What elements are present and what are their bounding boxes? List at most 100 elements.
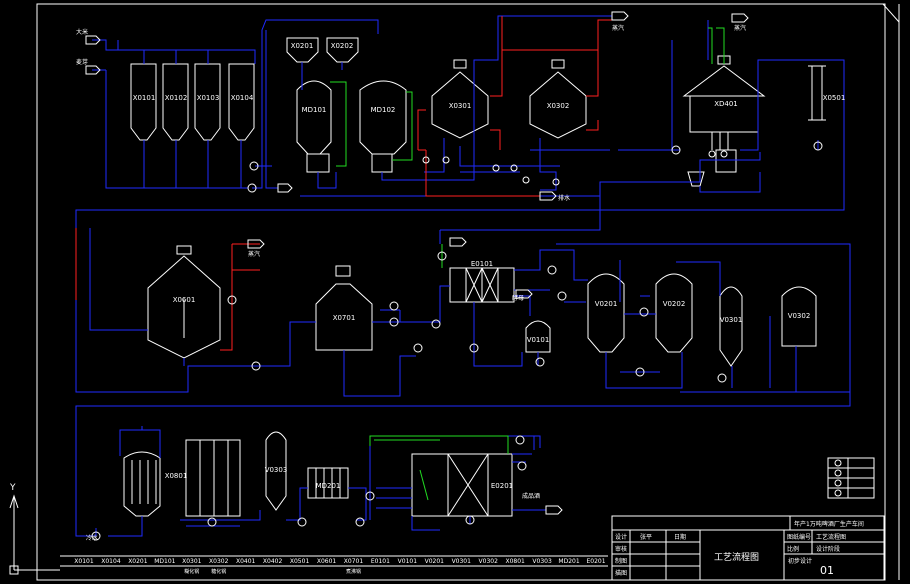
pump-symbol[interactable] [389, 265, 557, 311]
tag-top-right[interactable] [731, 13, 749, 23]
pump-symbol[interactable] [227, 295, 261, 371]
pump-symbol[interactable] [557, 291, 649, 317]
pump-symbol[interactable] [671, 141, 823, 155]
bottom-strip-item: X0402 [263, 558, 283, 565]
label-pasteurizer: E0201 [491, 482, 513, 490]
pump-symbol[interactable] [297, 317, 399, 527]
drawing-frame [36, 3, 886, 581]
stream-drain: 排水 [558, 194, 570, 202]
silo-x0102[interactable] [162, 63, 189, 141]
label-whirlpool: X0601 [173, 296, 196, 304]
section-filtration-packaging [123, 431, 513, 517]
legend-symbol-1 [834, 459, 842, 467]
label-storage: V0303 [265, 466, 288, 474]
axis-label-y: Y [9, 483, 16, 493]
inlet-tag-raw1[interactable] [85, 35, 101, 45]
bottom-strip-item: X0701 [344, 558, 364, 565]
pump-symbol[interactable] [431, 319, 479, 353]
equipment-labels: X0101 X0102 X0103 X0104 X0201 X0202 MD10… [133, 42, 846, 490]
bottom-strip [60, 555, 608, 567]
bottom-strip-sublabel: 煮沸锅 [346, 568, 361, 575]
tag-278[interactable] [277, 183, 293, 193]
inlet-label-raw2: 麦芽 [76, 58, 88, 66]
tb-left-value-2: 日期 [674, 533, 686, 541]
bottom-strip-item: X0801 [505, 558, 525, 565]
pump-symbol[interactable] [247, 161, 259, 193]
legend-symbol-4 [834, 489, 842, 497]
mash-tun-md102[interactable] [359, 80, 407, 173]
fermenter-v0202[interactable] [655, 273, 693, 353]
label-ferm1: V0201 [595, 300, 618, 308]
inlet-label-raw1: 大米 [76, 28, 88, 36]
fermenter-v0201[interactable] [587, 273, 625, 353]
tb-left-label-3: 制图 [615, 557, 627, 565]
pump-symbol[interactable] [413, 343, 545, 367]
label-cooker1: X0301 [449, 102, 472, 110]
tag-drain[interactable] [539, 191, 557, 201]
silo-x0101[interactable] [130, 63, 157, 141]
pump-symbol[interactable] [465, 461, 527, 525]
label-silo4: X0104 [231, 94, 254, 102]
tag-steam2[interactable] [247, 239, 265, 249]
bottom-strip-item: E0101 [371, 558, 390, 565]
heat-exchanger-e0101[interactable] [449, 267, 515, 303]
bottom-strip-item: X0401 [236, 558, 256, 565]
bottom-strip-item: V0101 [398, 558, 418, 565]
brite-tank-v0302[interactable] [781, 286, 817, 347]
lauter-tun-xd401[interactable] [682, 55, 766, 173]
mash-tun-md101[interactable] [296, 80, 332, 173]
pump-symbol[interactable] [522, 176, 560, 186]
whirlpool-x0601[interactable] [147, 245, 221, 359]
silo-x0103[interactable] [194, 63, 221, 141]
legend-symbol-2 [834, 469, 842, 477]
tag-exch[interactable] [449, 237, 467, 247]
pasteurizer-e0201[interactable] [411, 453, 513, 517]
stream-tags [85, 11, 749, 515]
label-hopper1: X0201 [291, 42, 314, 50]
yeast-tank-v0101[interactable] [525, 320, 551, 353]
bottom-strip-item: E0201 [586, 558, 605, 565]
label-column: X0501 [823, 94, 846, 102]
pump-symbol[interactable] [91, 491, 375, 541]
column-x0501[interactable] [808, 65, 826, 121]
tag-top-steam[interactable] [611, 11, 629, 21]
pump-symbol[interactable] [207, 517, 365, 527]
bottom-strip-item: X0301 [182, 558, 202, 565]
tb-right-value-1: 工艺流程图 [816, 533, 846, 541]
tag-cold[interactable] [515, 289, 533, 299]
plate-press-md201[interactable] [307, 467, 349, 499]
tb-right-value-2: 设计阶段 [816, 545, 840, 553]
label-yeast: V0101 [527, 336, 550, 344]
hopper-x0201[interactable] [286, 37, 319, 63]
sheet-filter[interactable] [185, 439, 241, 517]
kettle-x0701[interactable] [315, 265, 373, 351]
stream-steam2: 蒸汽 [248, 250, 260, 258]
stream-yeast: 酵母 [512, 294, 524, 302]
tag-beer[interactable] [545, 505, 563, 515]
bottom-strip-sublabel: 糊化锅 [184, 568, 199, 575]
pump-symbol[interactable] [422, 156, 450, 164]
hopper-x0202[interactable] [326, 37, 359, 63]
pump-symbol[interactable] [708, 150, 728, 158]
pump-symbol[interactable] [635, 367, 727, 383]
pump-symbol[interactable] [437, 251, 525, 445]
brite-tank-v0301[interactable] [719, 286, 743, 367]
pump-symbol[interactable] [492, 164, 518, 172]
sheet-number: 01 [820, 564, 834, 577]
title-block [611, 515, 885, 581]
candle-filter-x0801[interactable] [123, 451, 161, 517]
cooker-x0301[interactable] [431, 59, 489, 139]
bottom-strip-item: X0302 [209, 558, 229, 565]
cooker-x0302[interactable] [529, 59, 587, 139]
label-mash2: MD102 [371, 106, 396, 114]
stream-cold: 冷水 [86, 534, 98, 542]
inlet-tag-raw2[interactable] [85, 65, 101, 75]
stream-top-right: 蒸汽 [734, 24, 746, 32]
frame-corner [882, 3, 900, 23]
bottom-strip-item: X0201 [128, 558, 148, 565]
silo-x0104[interactable] [228, 63, 255, 141]
stream-top-steam: 蒸汽 [612, 24, 624, 32]
storage-tank-v0303[interactable] [265, 431, 287, 511]
